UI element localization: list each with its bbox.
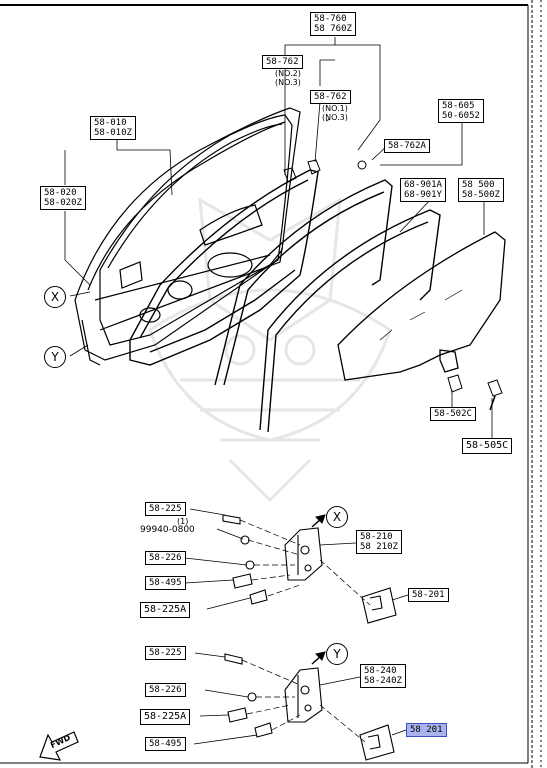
callout-x-hinge: X [326,506,348,528]
label-hy-58-495: 58-495 [145,737,186,751]
fwd-arrow-icon [39,731,79,761]
label-hy-58-240: 58-240 58-240Z [360,664,406,688]
label-58-762-top: 58-762 [262,55,303,69]
label-58-500: 58 500 58-500Z [458,178,504,202]
label-58-020: 58-020 58-020Z [40,186,86,210]
hinge-x-dashed-lines [239,519,371,606]
callout-y: Y [44,346,66,368]
label-68-901: 68-901A 68-901Y [400,178,446,202]
label-hx-58-210: 58-210 58 210Z [356,530,402,554]
label-hy-58-225: 58-225 [145,646,186,660]
label-hy-58-226: 58-226 [145,683,186,697]
label-58-502C: 58-502C [430,407,476,421]
door-sash-seal [214,179,441,433]
door-weatherstrip [99,114,293,346]
callout-x: X [44,286,66,308]
label-58-010: 58-010 58-010Z [90,116,136,140]
callout-y-hinge: Y [326,643,348,665]
leader-lines-upper [64,37,493,438]
door-inner-panel [74,107,301,366]
note-hx-99940: 99940-0800 [140,525,195,535]
glass-run-channel [129,169,319,366]
door-glass [337,231,506,381]
label-hx-58-495: 58-495 [145,576,186,590]
label-hx-58-225: 58-225 [145,502,186,516]
x-arrow [311,514,326,528]
label-hx-58-226: 58-226 [145,551,186,565]
hinge-x-leaders [184,508,409,610]
watermark-emblem [148,197,392,503]
hinge-y-dashed-lines [241,659,366,743]
hinge-y-leaders [193,652,407,745]
note-no2-no3: (NO.2) (NO.3) [275,69,301,87]
label-58-505C: 58-505C [462,438,513,454]
label-hx-58-225A: 58-225A [140,602,191,618]
label-hx-58-201: 58-201 [408,588,449,602]
label-58-605: 58-605 50-6052 [438,99,484,123]
label-58-760: 58-760 58 760Z [310,12,356,36]
label-hy-58-225A: 58-225A [140,709,191,725]
y-arrow [311,651,326,665]
label-58-762-mid: 58-762 [310,90,351,104]
label-58-762A: 58-762A [384,139,430,153]
clip-parts [283,159,503,411]
note-hx-1: (1) [177,517,189,526]
hinge-y-assembly [224,653,395,761]
label-hy-58-201-highlighted: 58 201 [406,723,447,737]
note-no1-no3: (NO.1) (NO.3) [322,104,348,122]
